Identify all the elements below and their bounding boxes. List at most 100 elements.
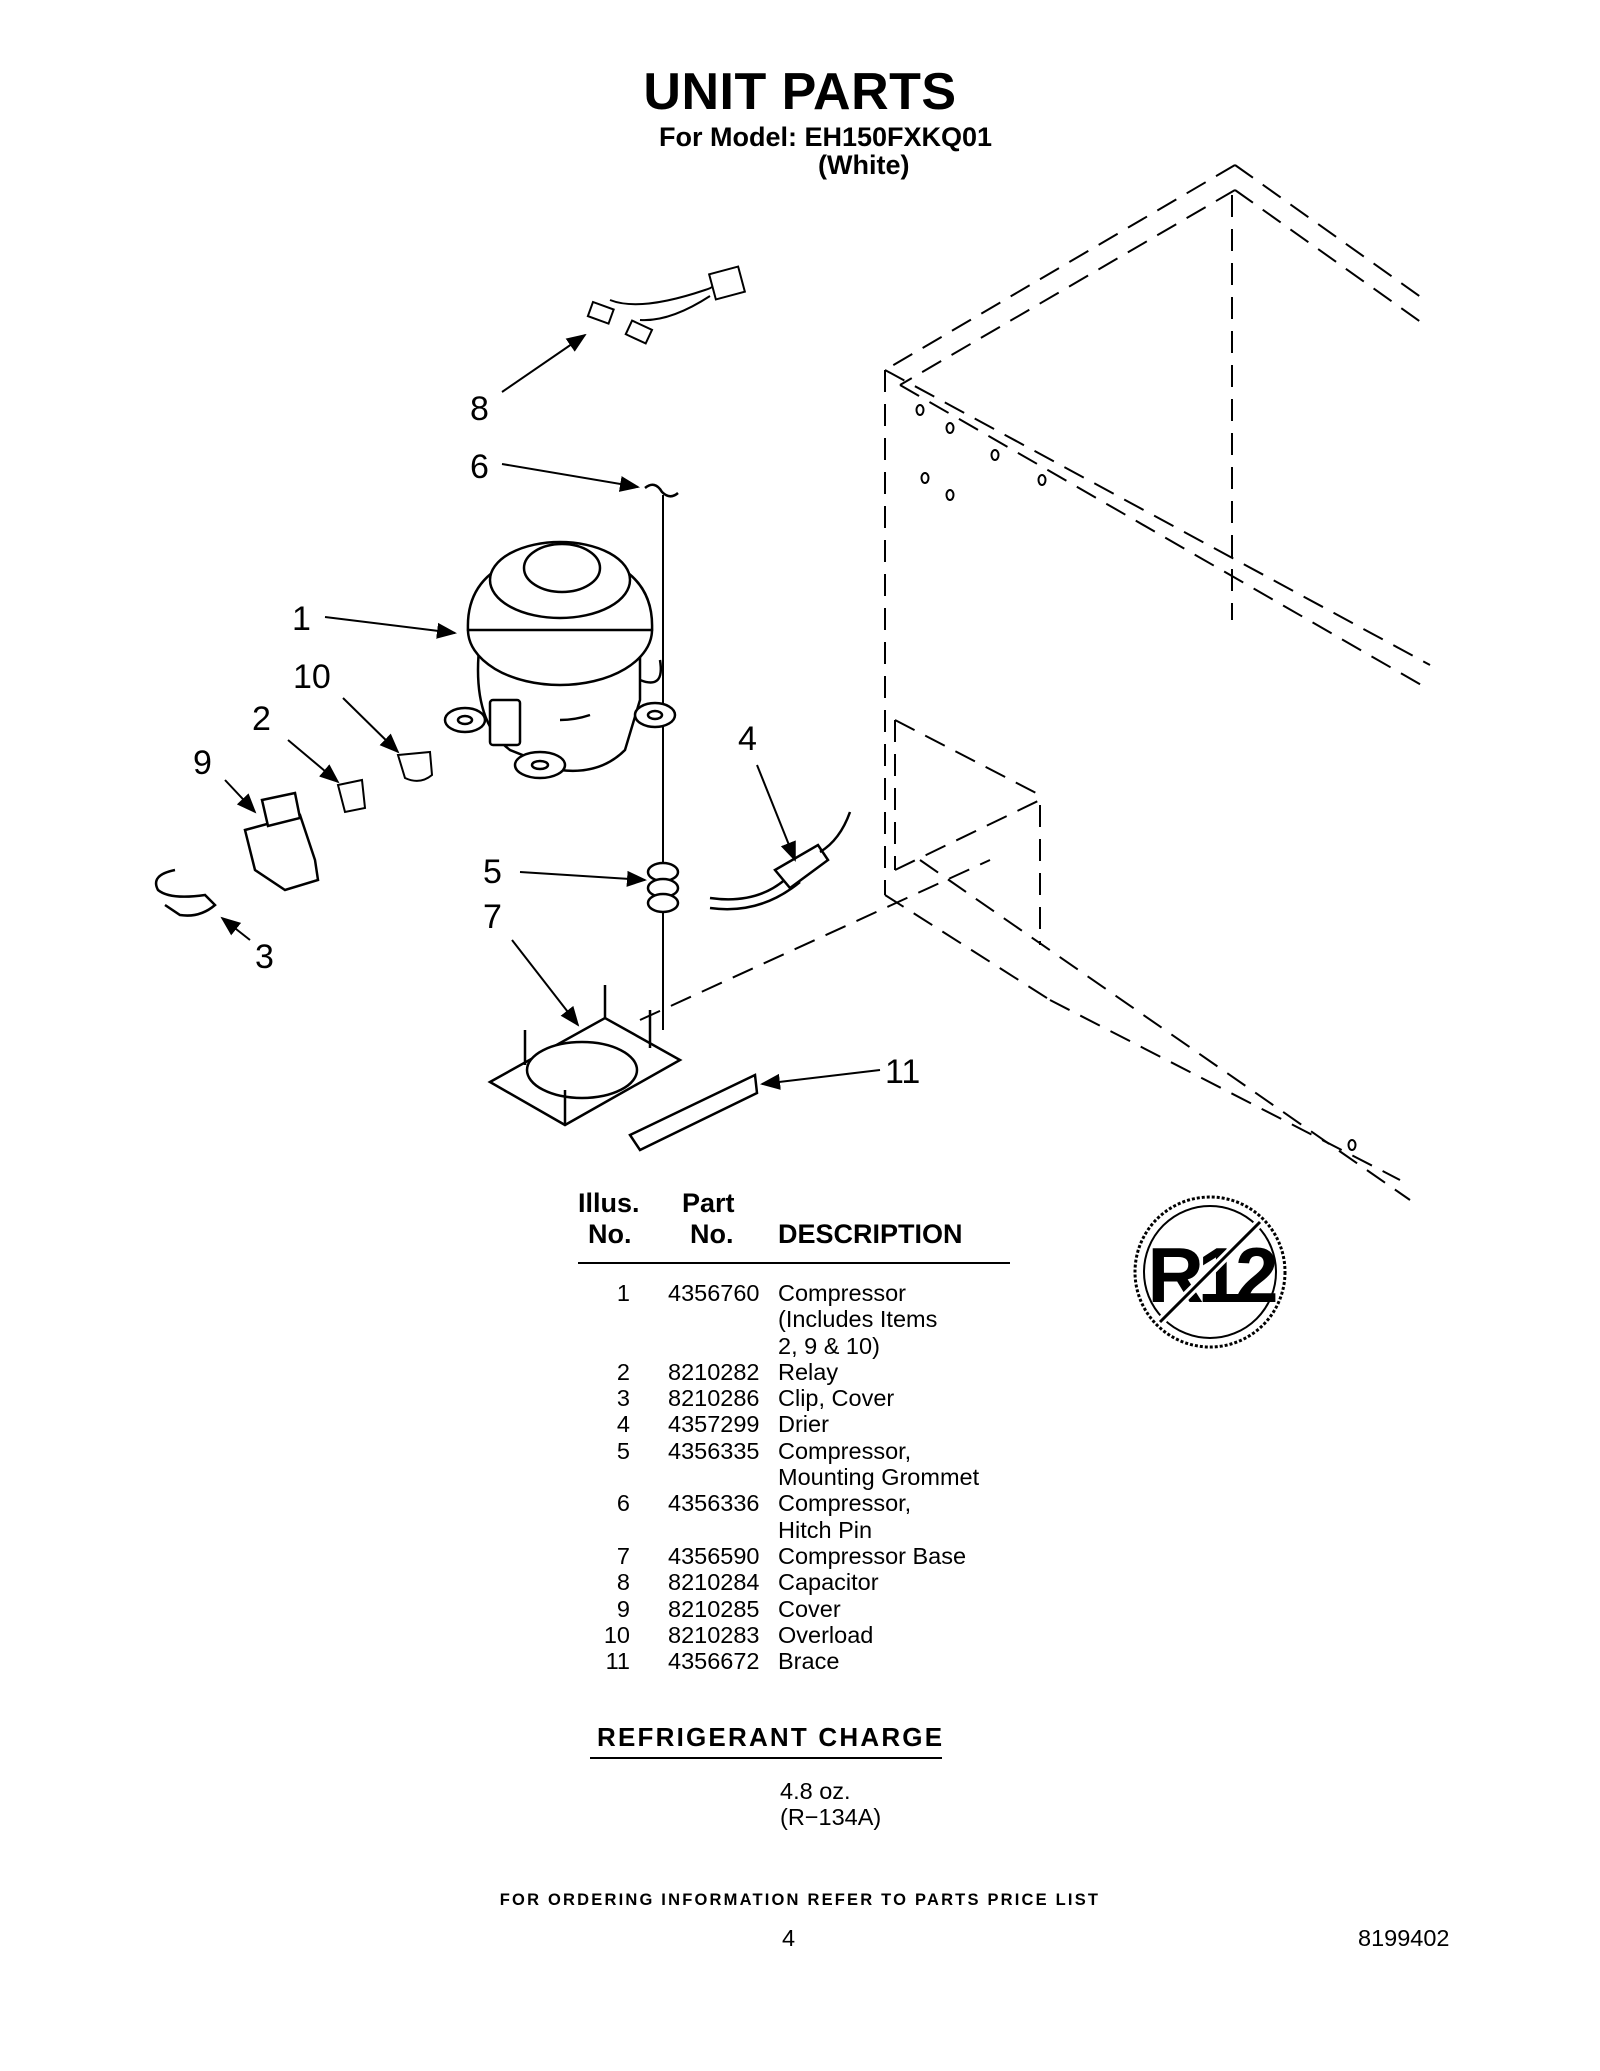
illus-no-cell: 3	[616, 1385, 630, 1412]
table-row: 6 4356336 Compressor,Hitch Pin	[578, 1490, 1018, 1543]
header-part-line2: No.	[690, 1219, 734, 1249]
leader-lines	[220, 333, 881, 1090]
table-row: 7 4356590 Compressor Base	[578, 1543, 1018, 1569]
no-r12-badge: R12	[1133, 1195, 1287, 1349]
description-line: Compressor	[778, 1280, 906, 1306]
header-illus-line2: No.	[588, 1219, 632, 1249]
refrigerant-charge-amount: 4.8 oz.	[780, 1778, 851, 1804]
part-no-cell: 8210286	[668, 1385, 760, 1412]
description-line: Compressor,	[778, 1437, 912, 1464]
cover-illustration	[243, 791, 320, 892]
badge-text: R12	[1147, 1231, 1276, 1319]
callout-2: 2	[252, 700, 271, 738]
part-no-cell: 4356336	[668, 1490, 760, 1517]
drier-illustration	[709, 811, 852, 911]
description-line: Drier	[778, 1411, 829, 1438]
grommet-illustration	[646, 861, 680, 914]
header-description: DESCRIPTION	[778, 1219, 963, 1249]
description-line: Compressor,	[778, 1490, 912, 1517]
part-no-cell: 4357299	[668, 1411, 760, 1438]
header-illus-line1: Illus.	[578, 1188, 640, 1218]
description-line: Brace	[778, 1648, 840, 1675]
color-line: (White)	[818, 150, 910, 180]
refrigerant-type: (R−134A)	[780, 1804, 882, 1830]
illus-no-cell: 1	[616, 1280, 630, 1306]
illus-no-cell: 5	[616, 1437, 630, 1464]
description-cell: Brace	[778, 1648, 1018, 1674]
callout-9: 9	[193, 744, 212, 782]
callout-11: 11	[885, 1053, 920, 1091]
table-row: 4 4357299 Drier	[578, 1411, 1018, 1437]
callout-1: 1	[292, 600, 311, 638]
illus-no-cell: 4	[616, 1411, 630, 1438]
part-no-cell: 8210283	[668, 1621, 760, 1648]
part-no-cell: 4356335	[668, 1437, 760, 1464]
callout-8: 8	[470, 390, 489, 428]
callout-6: 6	[470, 448, 489, 486]
illus-no-cell: 8	[616, 1569, 630, 1596]
description-cell: Compressor,Hitch Pin	[778, 1490, 1018, 1543]
callout-3: 3	[255, 938, 274, 976]
description-cell: Overload	[778, 1622, 1018, 1648]
description-line: Mounting Grommet	[778, 1464, 980, 1491]
table-row: 9 8210285 Cover	[578, 1596, 1018, 1622]
page-title: UNIT PARTS	[643, 63, 957, 121]
hitch-pin-illustration	[644, 483, 679, 498]
table-row: 8 8210284 Capacitor	[578, 1569, 1018, 1595]
callout-10: 10	[293, 658, 331, 696]
table-row: 5 4356335 Compressor,Mounting Grommet	[578, 1438, 1018, 1491]
description-cell: Drier	[778, 1411, 1018, 1437]
callout-5: 5	[483, 853, 502, 891]
header-part-line1: Part	[682, 1188, 735, 1218]
description-cell: Relay	[778, 1359, 1018, 1385]
illus-no-cell: 10	[603, 1621, 630, 1648]
table-row: 2 8210282 Relay	[578, 1359, 1018, 1385]
illus-no-cell: 9	[616, 1595, 630, 1622]
description-line: Clip, Cover	[778, 1385, 895, 1412]
header-rule	[578, 1262, 1010, 1264]
description-line: Hitch Pin	[778, 1516, 873, 1543]
page-number: 4	[782, 1925, 796, 1951]
overload-illustration	[396, 750, 434, 782]
description-line: Overload	[778, 1621, 874, 1648]
part-no-cell: 8210284	[668, 1569, 760, 1596]
description-line: Capacitor	[778, 1569, 879, 1596]
table-row: 10 8210283 Overload	[578, 1622, 1018, 1648]
illus-no-cell: 7	[616, 1542, 630, 1569]
document-number: 8199402	[1358, 1925, 1450, 1951]
brace-illustration	[628, 1073, 759, 1152]
exploded-parts-diagram: 8 6 1 10 2 9 3 4 5 7 11	[154, 164, 1431, 1201]
description-cell: Cover	[778, 1596, 1018, 1622]
cabinet-holes	[915, 404, 1357, 1151]
model-line: For Model: EH150FXKQ01	[659, 122, 993, 152]
table-row: 3 8210286 Clip, Cover	[578, 1385, 1018, 1411]
description-line: (Includes Items	[778, 1306, 938, 1333]
cabinet-outline	[639, 164, 1431, 1201]
illus-no-cell: 6	[616, 1490, 630, 1517]
compressor-illustration	[443, 540, 677, 780]
description-line: Relay	[778, 1358, 839, 1385]
clip-illustration	[154, 868, 217, 917]
capacitor-illustration	[586, 265, 747, 345]
description-line: Cover	[778, 1595, 841, 1622]
part-no-cell: 8210285	[668, 1595, 760, 1622]
part-no-cell: 4356590	[668, 1542, 760, 1569]
callout-4: 4	[738, 720, 757, 758]
illus-no-cell: 2	[616, 1358, 630, 1385]
description-cell: Compressor,Mounting Grommet	[778, 1438, 1018, 1491]
description-cell: Capacitor	[778, 1569, 1018, 1595]
part-no-cell: 4356760	[668, 1280, 760, 1306]
part-no-cell: 8210282	[668, 1358, 760, 1385]
ordering-note: FOR ORDERING INFORMATION REFER TO PARTS …	[499, 1891, 1101, 1909]
relay-illustration	[336, 778, 367, 814]
refrigerant-charge-rule	[590, 1757, 942, 1759]
callout-7: 7	[483, 898, 502, 936]
refrigerant-charge-title: REFRIGERANT CHARGE	[597, 1722, 945, 1752]
description-line: 2, 9 & 10)	[778, 1332, 880, 1359]
description-line: Compressor Base	[778, 1542, 967, 1569]
compressor-base-illustration	[487, 985, 683, 1127]
